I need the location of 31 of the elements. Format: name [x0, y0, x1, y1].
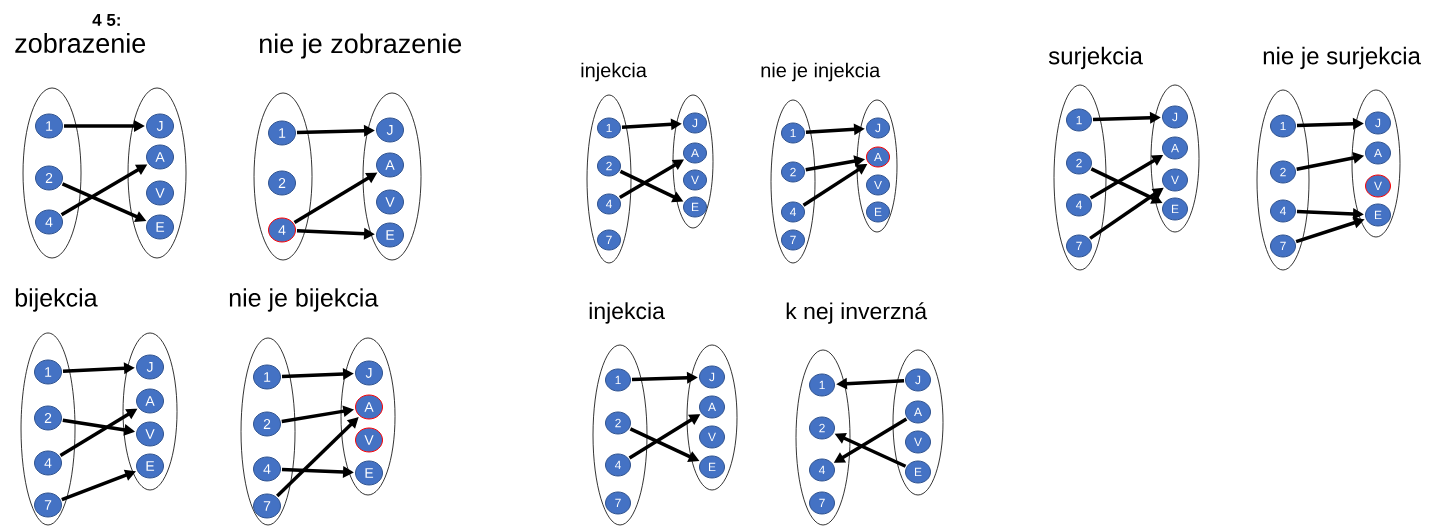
set-ellipse: [240, 337, 296, 526]
heading: 4 5:: [92, 14, 120, 26]
set-ellipse: [586, 94, 632, 264]
set-ellipse: [22, 87, 82, 259]
heading: nie je zobrazenie: [260, 33, 462, 59]
set-ellipse: [20, 332, 76, 526]
heading: zobrazenie: [15, 33, 146, 53]
heading: bijekcia: [15, 288, 98, 312]
set-ellipse: [127, 87, 187, 259]
heading: k nej inverzná: [786, 302, 928, 324]
set-ellipse: [1053, 84, 1107, 271]
set-ellipse: [592, 344, 648, 526]
heading: nie je bijekcia: [229, 288, 379, 312]
set-ellipse: [770, 99, 816, 264]
set-ellipse: [892, 349, 944, 496]
set-ellipse: [253, 92, 313, 261]
heading: injekcia: [589, 302, 665, 324]
set-ellipse: [1256, 89, 1310, 271]
set-ellipse: [1351, 89, 1401, 238]
set-ellipse: [1150, 84, 1200, 233]
set-ellipse: [686, 344, 738, 491]
set-ellipse: [340, 337, 396, 496]
set-ellipse: [122, 332, 178, 491]
set-ellipse: [856, 99, 898, 233]
heading: nie je surjekcia: [1263, 46, 1421, 70]
heading: nie je injekcia: [761, 62, 881, 82]
set-ellipse: [672, 94, 714, 229]
heading: surjekcia: [1048, 46, 1143, 70]
set-ellipse: [795, 349, 851, 526]
set-ellipse: [362, 92, 422, 261]
heading: injekcia: [581, 62, 647, 82]
